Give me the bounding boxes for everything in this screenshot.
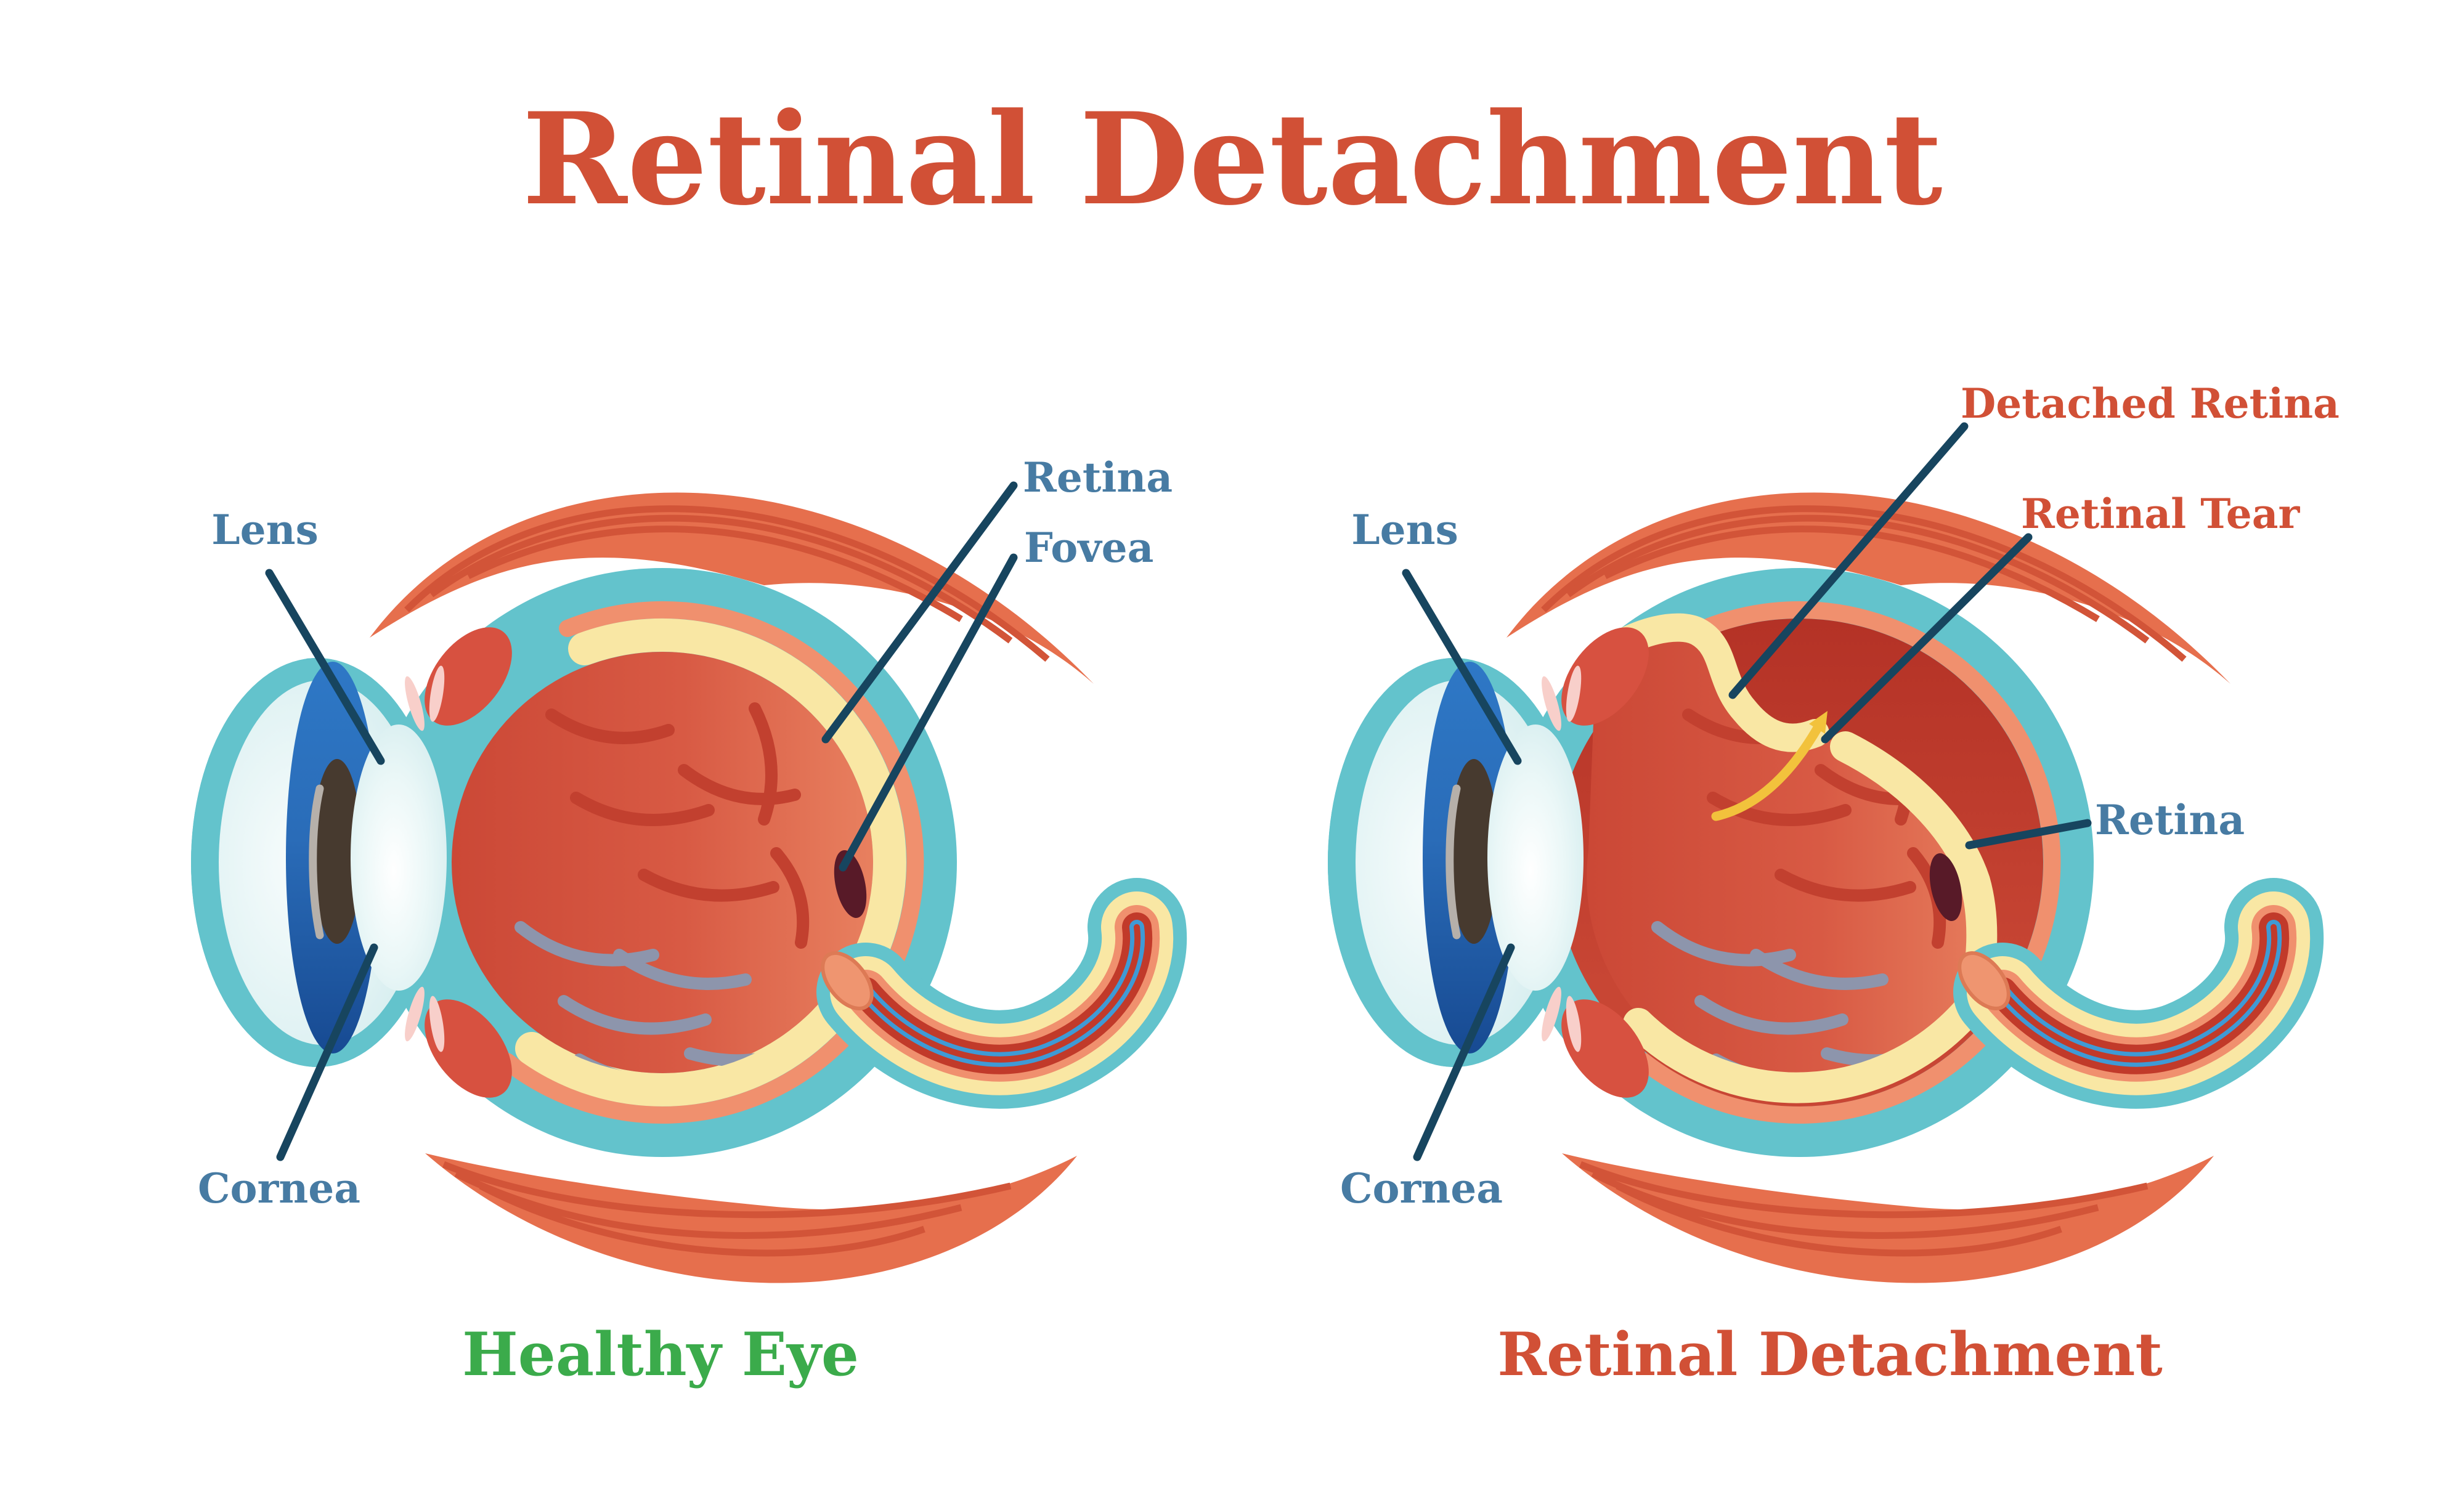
label-line-cornea bbox=[276, 943, 378, 1161]
label-line-lens bbox=[265, 569, 385, 765]
healthy-eye-figure bbox=[191, 492, 1137, 1283]
vitreous-body bbox=[1587, 627, 1982, 1088]
label-line-lens bbox=[1402, 569, 1522, 765]
retina-band bbox=[515, 618, 906, 1106]
choroid-band bbox=[498, 601, 924, 1124]
label-detached-retina: Detached Retina bbox=[1961, 380, 2340, 428]
label-line-retinal-tear bbox=[1821, 533, 2033, 744]
page-title: Retinal Detachment bbox=[522, 86, 1942, 233]
label-cornea: Cornea bbox=[198, 1164, 360, 1212]
detached-retina-band bbox=[1582, 613, 1829, 752]
optic-disc bbox=[821, 951, 874, 1010]
label-retina: Retina bbox=[2095, 796, 2245, 844]
choroid-band bbox=[1635, 601, 2061, 1124]
healthy-eye-annotations: Lens Retina Fovea Cornea Healthy Eye bbox=[198, 453, 1173, 1389]
fovea-spot bbox=[1929, 853, 1962, 922]
label-line-retina bbox=[1965, 819, 2092, 850]
label-retina: Retina bbox=[1023, 453, 1173, 501]
label-lens: Lens bbox=[211, 506, 319, 554]
label-line-retina bbox=[821, 481, 1018, 744]
detached-eye-annotations: Lens Detached Retina Retinal Tear Retina… bbox=[1340, 380, 2340, 1389]
label-retinal-tear: Retinal Tear bbox=[2021, 490, 2300, 538]
caption-retinal-detachment: Retinal Detachment bbox=[1497, 1320, 2162, 1389]
fluid-flow-arrow-icon bbox=[1711, 721, 1824, 821]
fluid-flow-arrowhead-icon bbox=[1809, 711, 1828, 734]
label-line-cornea bbox=[1413, 943, 1515, 1161]
caption-healthy-eye: Healthy Eye bbox=[462, 1320, 859, 1389]
label-line-detached-retina bbox=[1728, 422, 1969, 699]
label-fovea: Fovea bbox=[1024, 524, 1153, 572]
detached-eye-figure bbox=[1328, 492, 2274, 1283]
label-cornea: Cornea bbox=[1340, 1164, 1503, 1212]
label-lens: Lens bbox=[1351, 506, 1458, 554]
vitreous-body bbox=[452, 652, 873, 1073]
optic-disc bbox=[1958, 951, 2011, 1010]
label-line-fovea bbox=[839, 553, 1018, 872]
